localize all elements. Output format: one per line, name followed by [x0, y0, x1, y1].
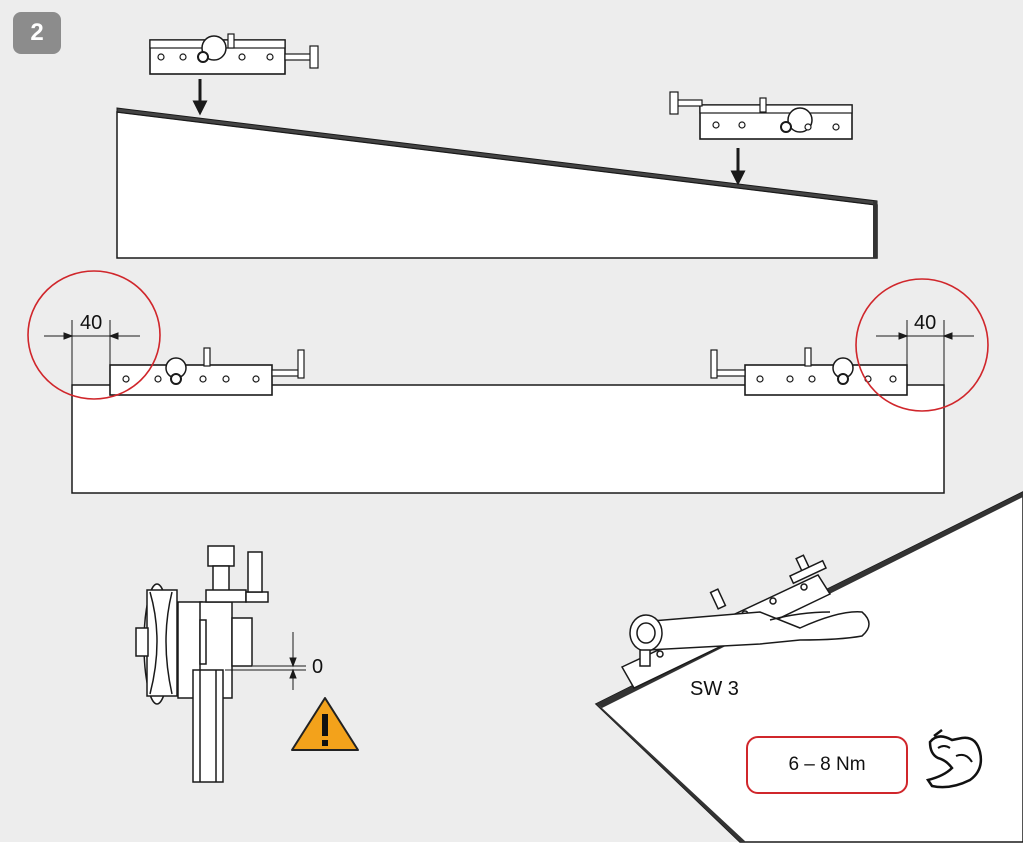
highlight-circle-right	[855, 278, 989, 412]
sloped-door-panel	[116, 107, 878, 259]
roller-bracket-top-left	[149, 33, 319, 75]
roller-bracket-middle-left	[109, 347, 305, 396]
wrench-size-label: SW 3	[690, 678, 739, 700]
level-door-panel	[71, 384, 945, 494]
muscle-arm-icon	[925, 729, 983, 789]
highlight-circle-left	[27, 270, 161, 400]
torque-value: 6 – 8 Nm	[788, 754, 866, 775]
roller-cross-section	[135, 545, 269, 783]
wrench-icon	[629, 611, 870, 667]
torque-box: 6 – 8 Nm	[746, 736, 908, 794]
dimension-left-label: 40	[80, 312, 103, 334]
gap-dimension	[225, 632, 306, 690]
roller-bracket-top-right	[669, 91, 853, 140]
dimension-right-label: 40	[914, 312, 937, 334]
step-number-badge: 2	[13, 12, 61, 54]
dimension-left	[44, 320, 140, 385]
warning-triangle-icon	[291, 697, 359, 751]
dimension-right	[876, 320, 974, 385]
roller-bracket-middle-right	[710, 347, 908, 396]
gap-value-label: 0	[312, 656, 324, 678]
